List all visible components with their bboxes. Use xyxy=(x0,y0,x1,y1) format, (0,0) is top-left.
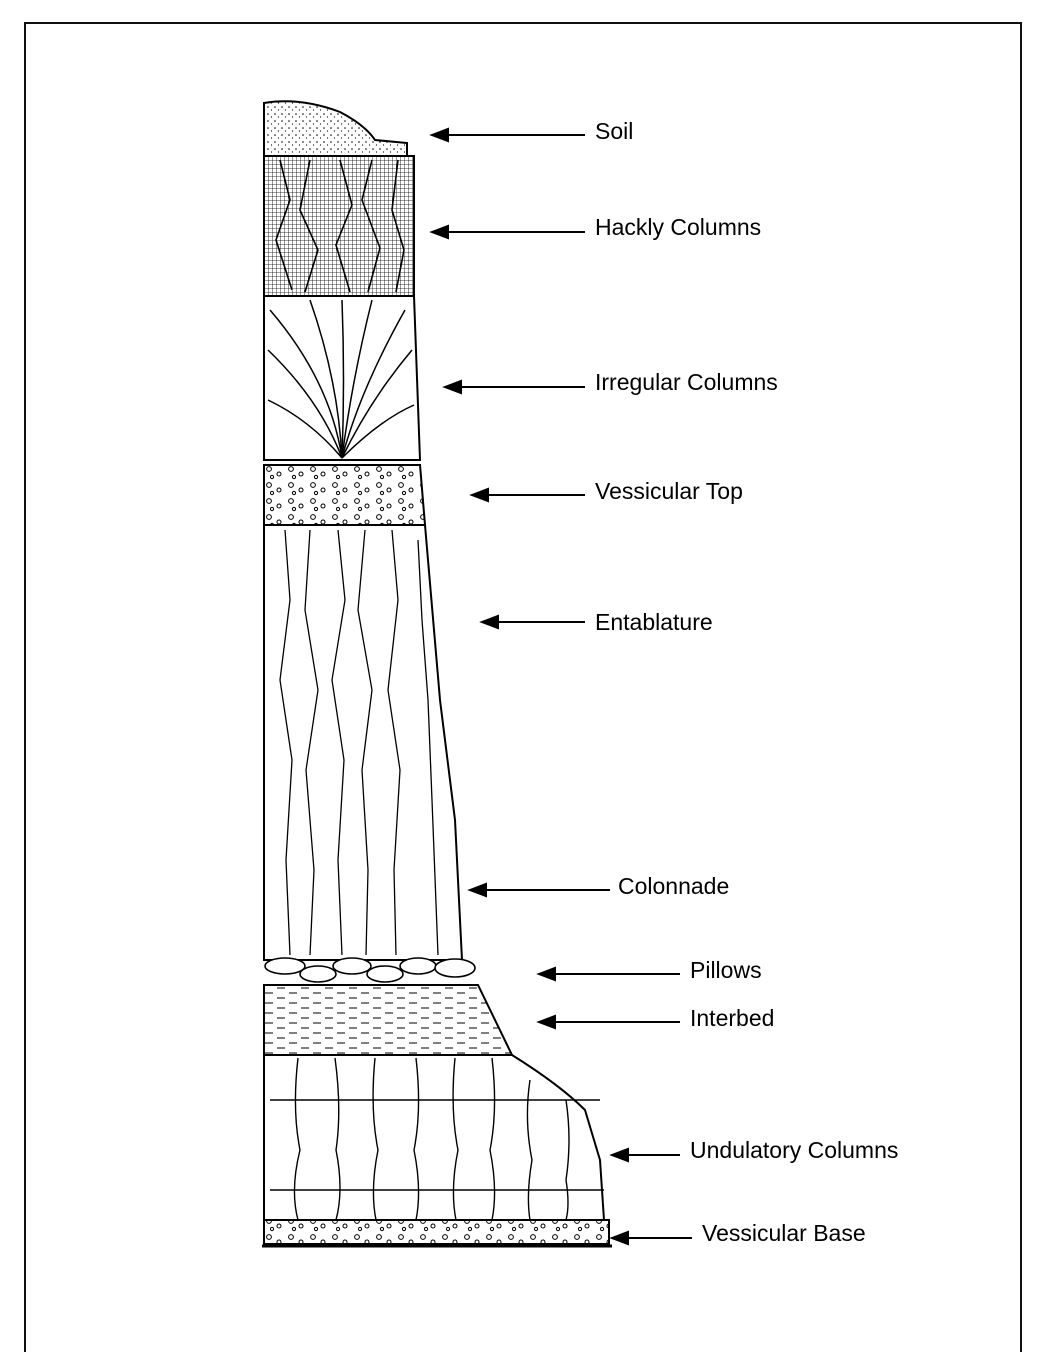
arrow-entablature xyxy=(482,616,585,628)
pillows-layer xyxy=(265,958,475,982)
label-soil: Soil xyxy=(595,120,633,143)
label-entablature: Entablature xyxy=(595,611,713,634)
arrow-pillows xyxy=(539,968,680,980)
vessicular-base-layer xyxy=(264,1220,609,1244)
arrow-vessicular-base xyxy=(612,1232,692,1244)
arrow-colonnade xyxy=(470,884,610,896)
label-colonnade: Colonnade xyxy=(618,875,729,898)
label-pillows: Pillows xyxy=(690,959,762,982)
arrow-hackly-columns xyxy=(432,226,585,238)
label-interbed: Interbed xyxy=(690,1007,774,1030)
arrow-irregular-columns xyxy=(445,381,585,393)
arrow-interbed xyxy=(539,1016,680,1028)
label-undulatory-columns: Undulatory Columns xyxy=(690,1139,898,1162)
arrow-undulatory-columns xyxy=(612,1149,680,1161)
label-vessicular-top: Vessicular Top xyxy=(595,480,743,503)
entablature-colonnade-layer xyxy=(264,525,462,960)
label-vessicular-base: Vessicular Base xyxy=(702,1222,866,1245)
label-irregular-columns: Irregular Columns xyxy=(595,371,778,394)
vessicular-top-layer xyxy=(264,465,425,525)
undulatory-columns-layer xyxy=(264,1055,604,1220)
soil-layer xyxy=(264,101,407,156)
arrow-soil xyxy=(432,129,585,141)
arrow-vessicular-top xyxy=(472,489,585,501)
interbed-layer xyxy=(264,985,512,1055)
label-hackly-columns: Hackly Columns xyxy=(595,216,761,239)
